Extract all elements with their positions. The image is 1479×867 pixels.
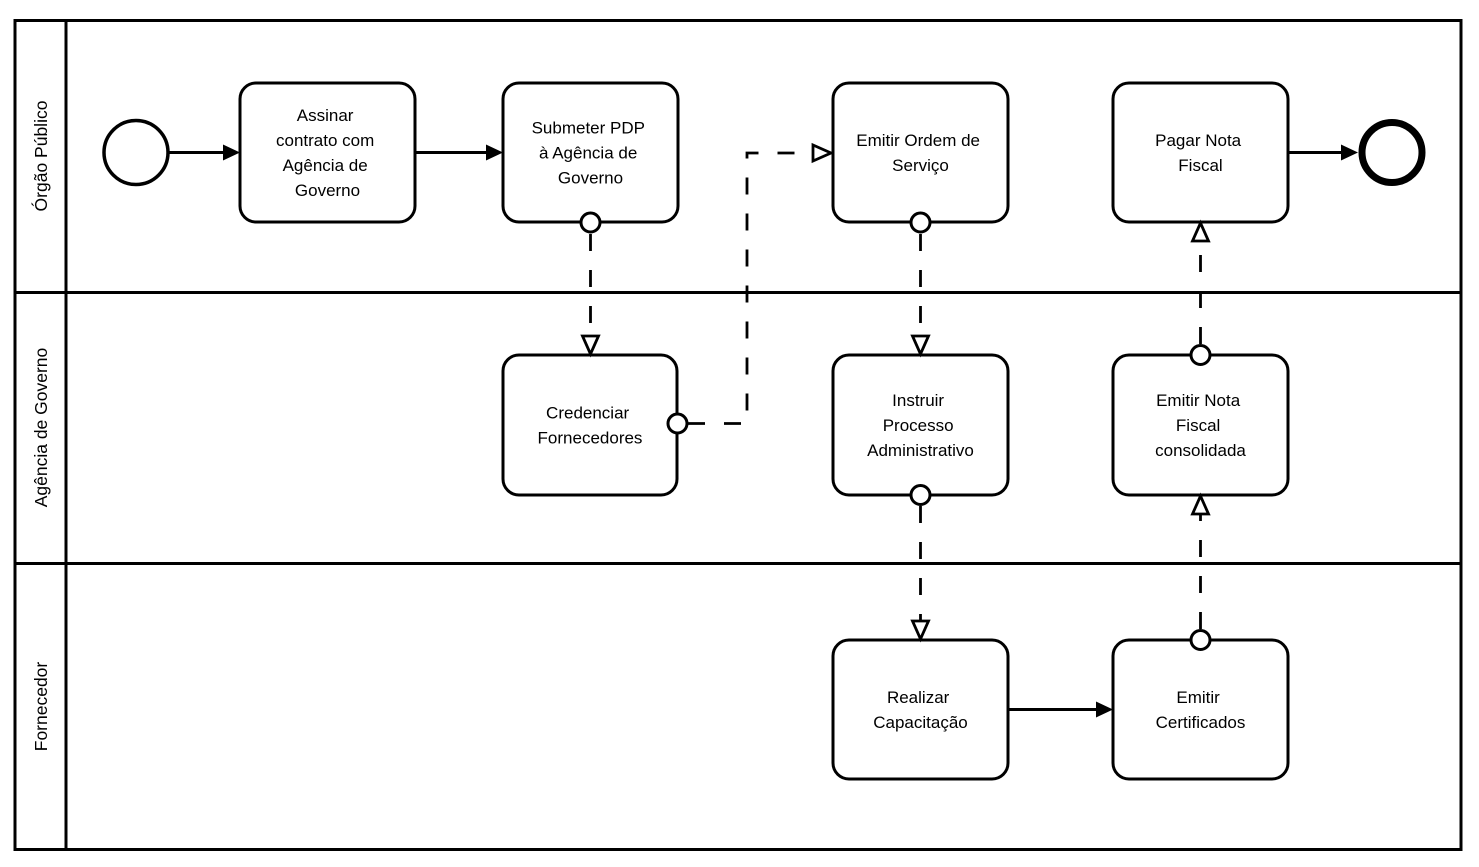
task-label-credenciar-fornecedores: Credenciar Fornecedores: [538, 404, 643, 448]
message-arrowhead-icon: [1190, 219, 1211, 243]
task-label-submeter-pdp: Submeter PDP à Agência de Governo: [532, 119, 650, 188]
message-arrowhead-icon: [910, 619, 931, 643]
task-label-line: Pagar Nota: [1155, 131, 1242, 150]
task-label-realizar-capacitacao: Realizar Capacitação: [873, 688, 968, 732]
task-label-line: Fiscal: [1178, 156, 1222, 175]
lane-label-fornecedor: Fornecedor: [31, 662, 51, 752]
task-assinar-contrato[interactable]: [238, 81, 417, 224]
arrowhead-icon: [1341, 144, 1358, 161]
task-pagar-nota-fiscal[interactable]: [1111, 81, 1290, 224]
message-arrowhead-icon: [580, 334, 601, 358]
task-label-line: contrato com: [276, 131, 374, 150]
task-emitir-ordem-servico[interactable]: [831, 81, 1010, 224]
task-label-line: Serviço: [892, 156, 949, 175]
message-source-circle-icon: [909, 211, 932, 234]
message-arrowhead-icon: [811, 142, 835, 164]
message-flow-emitir-nota-to-pagar[interactable]: [1189, 219, 1212, 366]
task-label-line: consolidada: [1155, 441, 1246, 460]
message-arrowhead-icon: [1190, 492, 1211, 516]
message-flow-credenciar-to-emitir-ordem[interactable]: [666, 142, 835, 435]
task-label-line: Instruir: [892, 391, 944, 410]
message-source-circle-icon: [579, 211, 602, 234]
task-label-line: Credenciar: [546, 404, 629, 423]
task-label-instruir-processo: Instruir Processo Administrativo: [867, 391, 974, 460]
task-label-emitir-certificados: Emitir Certificados: [1156, 688, 1246, 732]
sequence-flow-assinar-to-submeter[interactable]: [415, 144, 503, 161]
message-source-circle-icon: [909, 484, 932, 506]
start-event-circle[interactable]: [102, 118, 170, 187]
message-flow-instruir-to-realizar[interactable]: [909, 484, 932, 643]
task-label-line: Realizar: [887, 688, 950, 707]
message-flow-line: [688, 151, 812, 425]
task-emitir-certificados[interactable]: [1111, 638, 1290, 781]
task-label-line: Fornecedores: [538, 429, 643, 448]
message-flow-submeter-to-credenciar[interactable]: [579, 211, 602, 358]
task-label-emitir-nota-consolidada: Emitir Nota Fiscal consolidada: [1155, 391, 1246, 460]
task-credenciar-fornecedores[interactable]: [501, 353, 679, 497]
task-label-line: Emitir: [1176, 688, 1220, 707]
lane-label-orgao-publico: Órgão Público: [30, 101, 51, 212]
arrowhead-icon: [1096, 701, 1113, 718]
task-label-line: Capacitação: [873, 713, 968, 732]
end-event-circle[interactable]: [1358, 119, 1426, 186]
task-label-line: Emitir Nota: [1156, 391, 1241, 410]
task-label-line: Submeter PDP: [532, 119, 645, 138]
sequence-flow-start-to-assinar[interactable]: [168, 144, 240, 161]
message-flow-emitir-ordem-to-instruir[interactable]: [909, 211, 932, 358]
task-label-assinar-contrato: Assinar contrato com Agência de Governo: [276, 106, 379, 200]
sequence-flow-realizar-to-certificados[interactable]: [1008, 701, 1113, 718]
arrowhead-icon: [223, 144, 240, 161]
task-label-emitir-ordem-servico: Emitir Ordem de Serviço: [856, 131, 984, 175]
message-source-circle-icon: [1189, 629, 1212, 651]
message-source-circle-icon: [1189, 344, 1212, 366]
task-label-line: Agência de: [283, 156, 368, 175]
task-label-line: Emitir Ordem de: [856, 131, 980, 150]
arrowhead-icon: [486, 144, 503, 161]
sequence-flow-pagar-to-end[interactable]: [1288, 144, 1358, 161]
message-flow-certificados-to-emitir-nota[interactable]: [1189, 492, 1212, 651]
lane-label-agencia-de-governo: Agência de Governo: [31, 348, 51, 508]
task-label-line: Processo: [883, 416, 954, 435]
task-label-line: à Agência de: [539, 144, 637, 163]
task-label-line: Certificados: [1156, 713, 1246, 732]
pool-border: [13, 19, 1463, 851]
task-label-line: Fiscal: [1176, 416, 1220, 435]
message-source-circle-icon: [666, 412, 689, 435]
task-label-line: Governo: [295, 181, 360, 200]
task-label-pagar-nota-fiscal: Pagar Nota Fiscal: [1155, 131, 1246, 175]
task-label-line: Governo: [558, 169, 623, 188]
task-label-line: Administrativo: [867, 441, 974, 460]
task-label-line: Assinar: [297, 106, 354, 125]
task-realizar-capacitacao[interactable]: [831, 638, 1010, 781]
message-arrowhead-icon: [910, 334, 931, 358]
